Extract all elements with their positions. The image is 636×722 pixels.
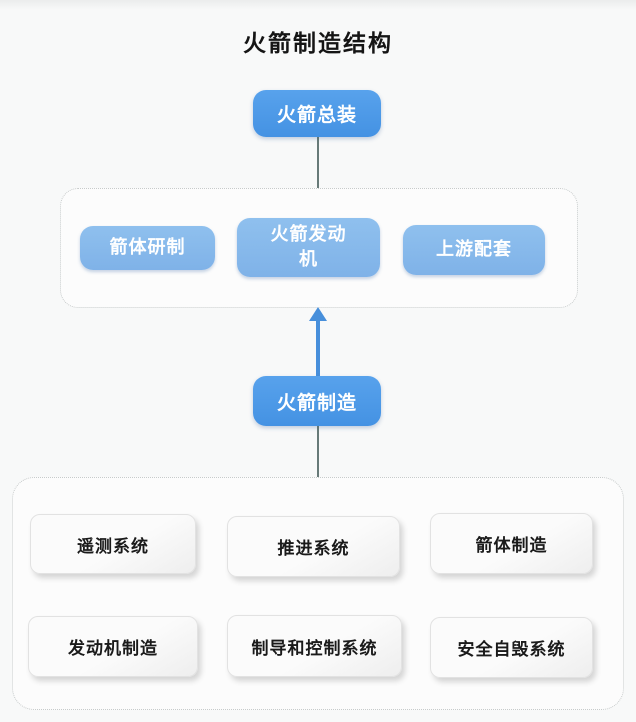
node-rocket-manufacturing: 火箭制造 [253,376,381,426]
node-propulsion-system-label: 推进系统 [277,539,350,559]
node-propulsion-system: 推进系统 [227,516,400,577]
node-rocket-manufacturing-label: 火箭制造 [276,391,357,414]
connector-manufacturing-to-bottomgroup [317,426,319,482]
connector-assembly-to-midgroup [317,137,319,189]
node-rocket-engine: 火箭发动机 [237,218,380,277]
node-telemetry-system-label: 遥测系统 [77,536,149,557]
node-guidance-control-system-label: 制导和控制系统 [251,638,378,659]
node-safety-self-destruct-system-label: 安全自毁系统 [457,640,566,660]
node-body-manufacturing: 箭体制造 [430,513,593,574]
top-edge-shade [0,0,636,10]
node-body-manufacturing-label: 箭体制造 [475,536,548,556]
arrow-up-head [309,307,327,321]
node-body-development-label: 箭体研制 [109,236,186,258]
page-title: 火箭制造结构 [243,31,393,57]
node-safety-self-destruct-system: 安全自毁系统 [430,617,593,678]
node-guidance-control-system: 制导和控制系统 [227,615,402,677]
node-engine-manufacturing: 发动机制造 [28,616,198,677]
node-body-development: 箭体研制 [80,226,215,270]
node-telemetry-system: 遥测系统 [30,514,196,574]
node-rocket-assembly-label: 火箭总装 [276,104,357,126]
node-rocket-assembly: 火箭总装 [253,90,381,137]
node-rocket-engine-label: 火箭发动机 [270,224,347,270]
node-upstream-supporting: 上游配套 [403,225,545,275]
node-engine-manufacturing-label: 发动机制造 [68,639,158,659]
node-upstream-supporting-label: 上游配套 [436,238,512,260]
arrow-up-shaft [316,319,320,376]
